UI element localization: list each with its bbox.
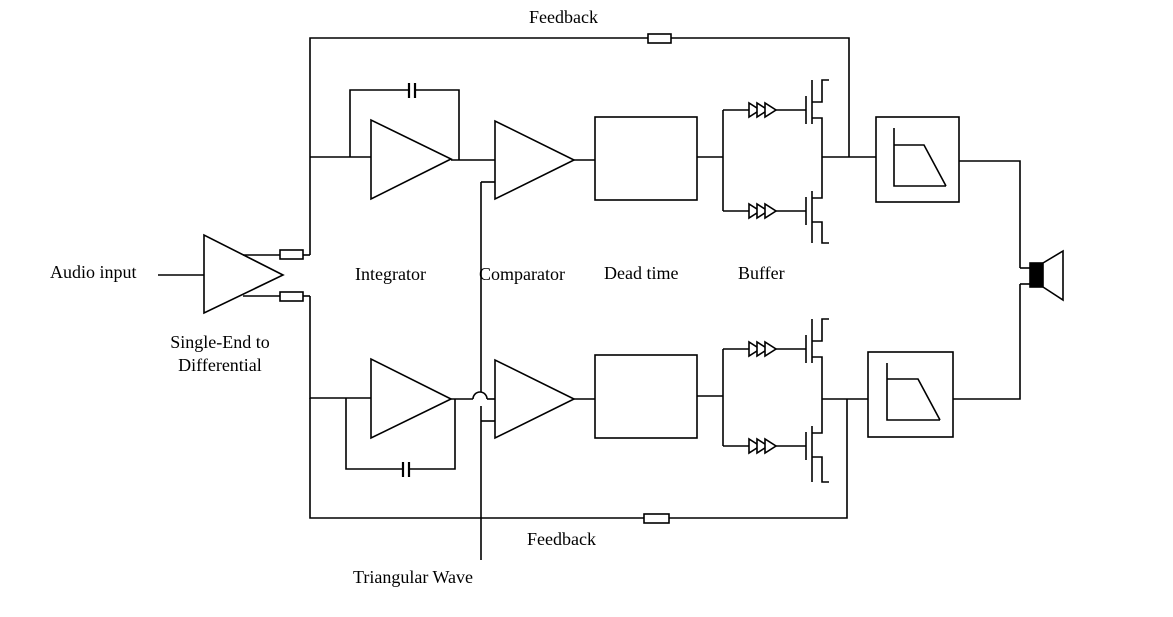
comparator-bottom	[494, 358, 576, 440]
feedback-label-top: Feedback	[529, 7, 598, 27]
dead-time-block-bottom	[594, 354, 698, 439]
input-resistor-top	[279, 249, 304, 260]
mosfet-top-high	[805, 79, 829, 157]
feedback-wire-bottom	[309, 398, 644, 519]
triangular-wave-label: Triangular Wave	[353, 567, 474, 587]
feedback-resistor-top	[647, 33, 672, 44]
dead-time-label: Dead time	[604, 263, 679, 283]
buffer-driver-top-high	[748, 101, 778, 119]
wire-crossover-hop	[472, 391, 488, 400]
mosfet-bottom-high	[805, 318, 829, 399]
feedback-label-bottom: Feedback	[527, 529, 596, 549]
integrator-amplifier-top	[370, 118, 453, 201]
integrator-amplifier-bottom	[370, 357, 453, 440]
buffer-driver-bottom-high	[748, 340, 778, 358]
integrator-label: Integrator	[355, 264, 426, 284]
comparator-top	[494, 119, 576, 201]
feedback-resistor-bottom	[643, 513, 670, 524]
single-end-to-differential-amplifier	[203, 233, 285, 315]
low-pass-filter-bottom	[867, 351, 954, 438]
mosfet-top-low	[805, 157, 829, 244]
single-end-to-differential-label-line2: Differential	[178, 355, 262, 375]
comparator-label: Comparator	[479, 264, 565, 284]
speaker-icon	[1029, 262, 1044, 288]
dead-time-block-top	[594, 116, 698, 201]
mosfet-bottom-low	[805, 399, 829, 483]
input-resistor-bottom	[279, 291, 304, 302]
audio-input-label: Audio input	[50, 262, 137, 282]
single-end-to-differential-label-line1: Single-End to	[170, 332, 270, 352]
buffer-label: Buffer	[738, 263, 785, 283]
low-pass-filter-top	[875, 116, 960, 203]
buffer-driver-bottom-low	[748, 437, 778, 455]
feedback-wire-top	[309, 37, 648, 255]
buffer-driver-top-low	[748, 202, 778, 220]
